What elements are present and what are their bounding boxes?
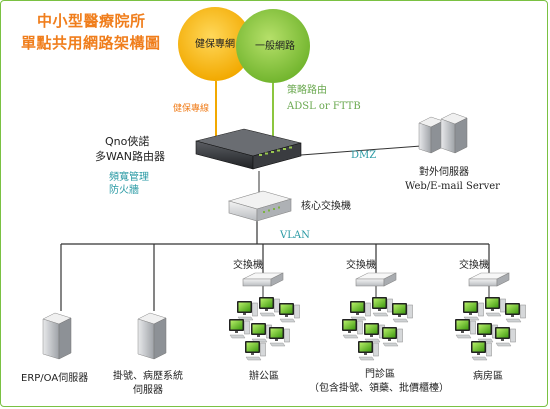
ward-area-label: 病房區 bbox=[473, 371, 503, 382]
erp-server-label: ERP/OA伺服器 bbox=[21, 373, 89, 384]
policy-route-label: 策略路由 bbox=[287, 85, 327, 96]
his-server-device bbox=[137, 312, 167, 360]
ward-pc-cluster bbox=[454, 296, 526, 361]
switch-label-clinic: 交換機 bbox=[346, 260, 376, 271]
vlan-label: VLAN bbox=[280, 230, 310, 241]
clinic-area-detail: （包含掛號、領藥、批價櫃檯） bbox=[309, 383, 449, 394]
router-feature-bandwidth: 頻寬管理 bbox=[109, 172, 149, 183]
office-pc-cluster bbox=[228, 296, 300, 361]
erp-server-device bbox=[42, 312, 72, 360]
access-switch-1 bbox=[242, 272, 284, 287]
core-switch-label: 核心交換機 bbox=[301, 201, 351, 212]
diagram-title-line2: 單點共用網路架構圖 bbox=[21, 34, 161, 52]
nhi-line-label: 健保專線 bbox=[173, 104, 210, 114]
switch-label-ward: 交換機 bbox=[459, 260, 489, 271]
router-label-line1: Qno俠諾 bbox=[105, 135, 150, 148]
general-network-label: 一般網路 bbox=[255, 41, 295, 52]
router-label-line2: 多WAN路由器 bbox=[95, 150, 166, 163]
clinic-pc-cluster bbox=[341, 296, 413, 361]
external-server-detail: Web/E-mail Server bbox=[405, 181, 500, 192]
access-switch-2 bbox=[355, 272, 397, 287]
nhi-network-circle bbox=[178, 7, 252, 81]
adsl-label: ADSL or FTTB bbox=[287, 101, 361, 112]
external-server-device bbox=[418, 112, 468, 154]
his-server-label-line2: 伺服器 bbox=[133, 385, 163, 396]
access-switch-3 bbox=[468, 272, 510, 287]
nhi-network-label: 健保專網 bbox=[195, 39, 235, 50]
multi-wan-router bbox=[195, 128, 302, 170]
his-server-label-line1: 掛號、病歷系統 bbox=[113, 371, 183, 382]
diagram-title-line1: 中小型醫療院所 bbox=[37, 12, 146, 30]
external-server-label: 對外伺服器 bbox=[419, 167, 469, 178]
general-network-circle bbox=[236, 9, 310, 83]
clinic-area-label: 門診區 bbox=[365, 369, 395, 380]
router-feature-firewall: 防火牆 bbox=[109, 185, 139, 196]
dmz-label: DMZ bbox=[351, 150, 377, 161]
office-area-label: 辦公區 bbox=[249, 371, 279, 382]
core-switch-device bbox=[227, 190, 293, 222]
switch-label-office: 交換機 bbox=[233, 260, 263, 271]
